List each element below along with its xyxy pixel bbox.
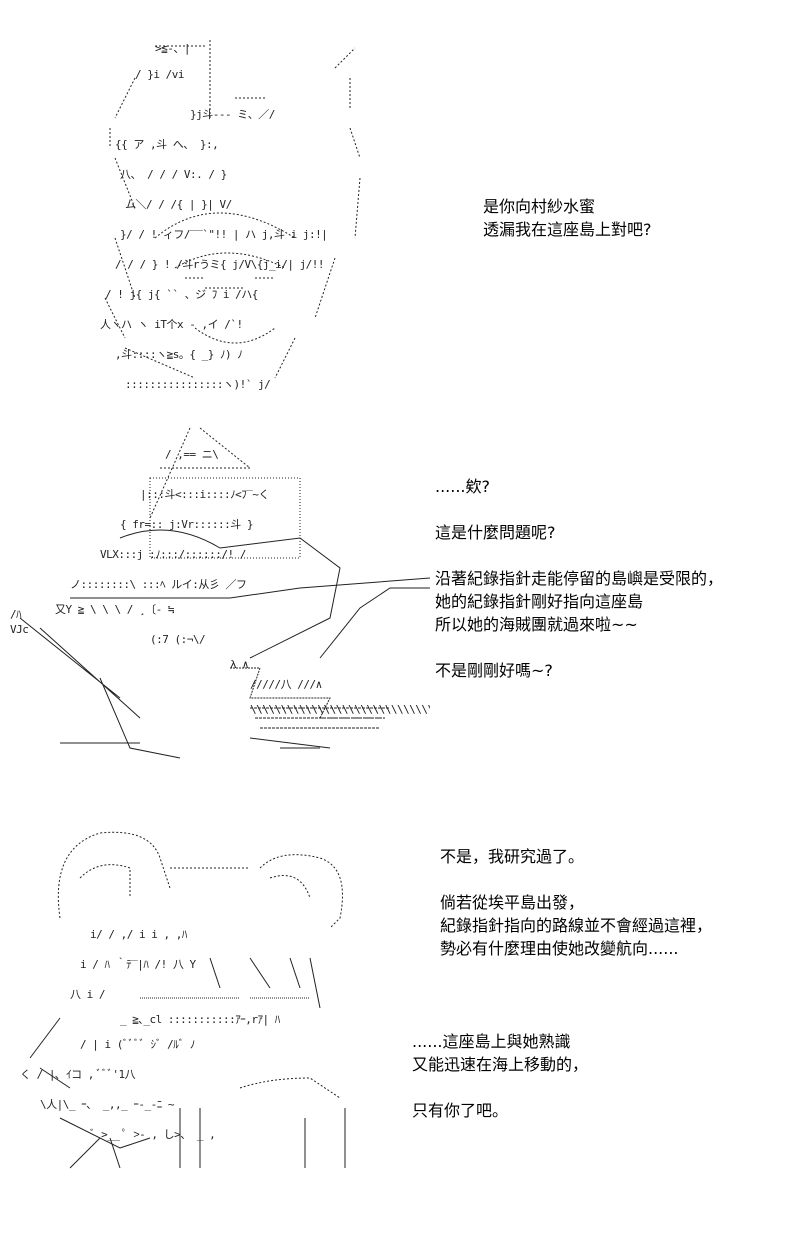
dialogue-1-line-2: 透漏我在這座島上對吧? [483,220,652,239]
svg-text:/ }i /vi: / }i /vi [135,68,184,81]
dialogue-2-line-3: 沿著紀錄指針走能停留的島嶼是受限的， [435,569,724,588]
svg-text:_ ≧､_cl :::::::::::ｱｰ,rｱ| ﾊ: _ ≧､_cl :::::::::::ｱｰ,rｱ| ﾊ [120,1013,281,1026]
svg-text:ノ::::::::\ :::ﾍ ルイ:从彡 ／フ: ノ::::::::\ :::ﾍ ルイ:从彡 ／フ [70,578,246,591]
svg-text:VJc: VJc [10,623,28,636]
svg-text:\人|\_ ｰ、 _,,_ ｰ‐_-ﾆ: \人|\_ ｰ、 _,,_ ｰ‐_-ﾆ ~ [40,1098,175,1111]
dialogue-3-line-4: 勢必有什麼理由使她改變航向...... [440,939,679,958]
svg-text:>≦-、|: >≦-、| [155,42,190,55]
dialogue-3: 不是，我研究過了。 倘若從埃平島出發， 紀錄指針指向的路線並不會經過這裡， 勢必… [440,845,712,960]
svg-text:/ ! j{ j{ `` 、ジ ﾌ i /ハ{: / ! j{ j{ `` 、ジ ﾌ i /ハ{ [105,288,258,301]
dialogue-2-line-2: 這是什麼問題呢? [435,523,556,542]
dialogue-2-line-1: ......欸? [435,477,491,496]
panel-2: / ,== ニ\ |:::斗<:::i::::ﾉ<ﾌ‾~く { fr=:: j:… [0,390,800,759]
svg-text:(:7 (:¬\/: (:7 (:¬\/ [150,633,205,646]
ascii-art-girl-3-drawing: i/ / ,/ i i , ,ﾊ i / ﾊ ｀ﾃ‾|ﾊ /! 八 Y 八 i … [20,831,346,1169]
svg-text:又Y ≧ \ \ \ / ¸〔‐ ≒: 又Y ≧ \ \ \ / ¸〔‐ ≒ [55,603,175,616]
dialogue-2-line-4: 她的紀錄指針剛好指向這座島 [435,592,644,611]
dialogue-1-line-1: 是你向村紗水蜜 [483,197,596,216]
svg-text:{ fr=:: j:Vr::::::斗 }: { fr=:: j:Vr::::::斗 } [120,518,253,531]
panel-1: >≦-、| / }i /vi }j斗--- ミ、／/ {{ ア ,斗 へ、 }:… [0,0,800,391]
svg-text:λ ∧: λ ∧ [230,658,248,671]
dialogue-1: 是你向村紗水蜜 透漏我在這座島上對吧? [483,195,652,241]
svg-text:|:::斗<:::i::::ﾉ<ﾌ‾~く: |:::斗<:::i::::ﾉ<ﾌ‾~く [140,488,269,501]
ascii-art-character-2-drawing: / ,== ニ\ |:::斗<:::i::::ﾉ<ﾌ‾~く { fr=:: j:… [10,427,430,759]
svg-text:/ ,== ニ\: / ,== ニ\ [165,448,218,461]
dialogue-4-line-3: 只有你了吧。 [412,1101,509,1120]
dialogue-4: ......這座島上與她熟識 又能迅速在海上移動的， 只有你了吧。 [412,1030,588,1122]
dialogue-2: ......欸? 這是什麼問題呢? 沿著紀錄指針走能停留的島嶼是受限的， 她的紀… [435,475,723,682]
svg-text:}/ / ! ィフ/‾‾`"!! | ハ j,斗 i j:: }/ / ! ィフ/‾‾`"!! | ハ j,斗 i j:!| [120,228,327,241]
svg-text:人ヽハ ヽ iT个x ‐ ,イ /`!: 人ヽハ ヽ iT个x ‐ ,イ /`! [100,318,243,331]
svg-text:ﾞ >__ ﾟ ˃- , し>、 _ ,: ﾞ >__ ﾟ ˃- , し>、 _ , [90,1128,215,1141]
svg-text:\\\\\\\\\\\\\\\\\\\\\\\\\\\\\\: \\\\\\\\\\\\\\\\\\\\\\\\\\\\\\\\≧ [250,703,430,716]
dialogue-4-line-2: 又能迅速在海上移動的， [412,1055,589,1074]
dialogue-3-line-3: 紀錄指針指向的路線並不會經過這裡， [440,916,713,935]
svg-text://///八 ///∧: /////八 ///∧ [250,678,322,691]
svg-text:/ | i (ﾞﾞﾞﾞ ｼﾞ /ﾙﾞ: / | i (ﾞﾞﾞﾞ ｼﾞ /ﾙﾞ ﾉ [80,1038,195,1051]
svg-text:ム＼/ / /{ | }| V/: ム＼/ / /{ | }| V/ [125,198,232,211]
svg-text:/ﾊ: /ﾊ [10,608,22,621]
svg-text:,斗::::ヽ≧s。{ _} ﾉ) ﾉ: ,斗::::ヽ≧s。{ _} ﾉ) ﾉ [115,348,242,361]
ascii-art-girl-1: >≦-、| / }i /vi }j斗--- ミ、／/ {{ ア ,斗 へ、 }:… [95,10,395,391]
svg-text:VLX:::j :ﾉ:::/::::::/! /: VLX:::j :ﾉ:::/::::::/! / [100,548,246,561]
ascii-art-girl-1-drawing: >≦-、| / }i /vi }j斗--- ミ、／/ {{ ア ,斗 へ、 }:… [100,40,361,391]
svg-text:}j斗--- ミ、／/: }j斗--- ミ、／/ [190,108,275,121]
svg-text:i / ﾊ ｀ﾃ‾|ﾊ /! 八 Y: i / ﾊ ｀ﾃ‾|ﾊ /! 八 Y [80,956,196,971]
dialogue-2-line-6: 不是剛剛好嗎~? [435,661,553,680]
dialogue-3-line-1: 不是，我研究過了。 [440,847,585,866]
ascii-art-girl-3: i/ / ,/ i i , ,ﾊ i / ﾊ ｀ﾃ‾|ﾊ /! 八 Y 八 i … [10,790,380,1190]
dialogue-4-line-1: ......這座島上與她熟識 [412,1032,571,1051]
panel-3: i/ / ,/ i i , ,ﾊ i / ﾊ ｀ﾃ‾|ﾊ /! 八 Y 八 i … [0,790,800,1190]
svg-text:::::::::::::::::ヽ)!` j/: ::::::::::::::::ヽ)!` j/ [125,378,270,391]
dialogue-3-line-2: 倘若從埃平島出發， [440,893,585,912]
svg-text:く / |､ ｲコ , ﾞﾞﾞ'1八: く / |､ ｲコ , ﾞﾞﾞ'1八 [20,1068,136,1081]
svg-text:/ / / } ! /斗rうミ{ j/V\{j_i/| j/: / / / } ! /斗rうミ{ j/V\{j_i/| j/!! [115,258,324,271]
dialogue-2-line-5: 所以她的海賊團就過來啦~~ [435,615,638,634]
svg-text:八、 / / / V:. / }: 八、 / / / V:. / } [120,168,227,181]
ascii-art-character-2: / ,== ニ\ |:::斗<:::i::::ﾉ<ﾌ‾~く { fr=:: j:… [0,390,430,759]
svg-text:八 i /: 八 i / [70,988,105,1001]
svg-text:i/ / ,/ i i , ,ﾊ: i/ / ,/ i i , ,ﾊ [90,928,188,941]
svg-text:{{ ア ,斗 へ、 }:,: {{ ア ,斗 へ、 }:, [115,138,218,151]
